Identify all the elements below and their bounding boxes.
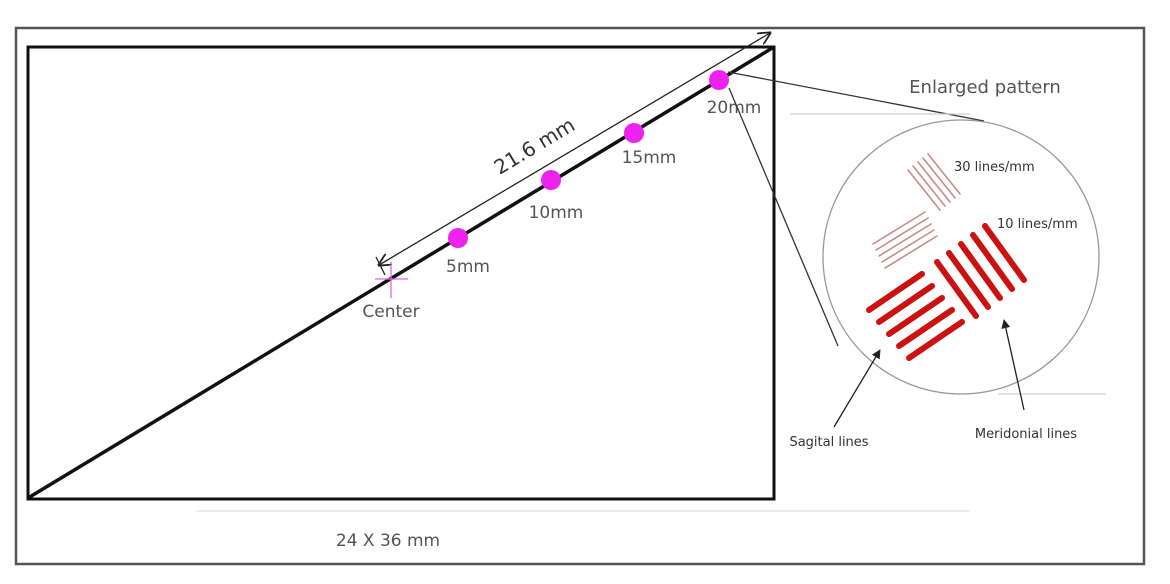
coarse-sagittal-bars [866, 271, 965, 361]
label-20mm: 20mm [707, 98, 762, 118]
coarse-meridional-bars [934, 223, 1027, 319]
fine-pattern-label: 30 lines/mm [954, 160, 1035, 175]
sagittal-pointer-arrow [833, 349, 881, 428]
outer-frame [14, 26, 1146, 566]
sensor-diagonal [27, 45, 775, 500]
zoom-line-top [727, 71, 985, 122]
zoom-line-bottom [728, 87, 839, 347]
marker-15mm-icon [624, 123, 644, 143]
label-10mm: 10mm [529, 203, 584, 223]
marker-5mm-icon [448, 228, 468, 248]
enlarged-pattern-title: Enlarged pattern [909, 77, 1061, 98]
center-label: Center [362, 302, 419, 322]
meridional-pointer-arrow [1001, 319, 1025, 411]
enlarged-pattern-circle [822, 119, 1100, 395]
fine-meridional-lines [907, 153, 961, 211]
label-15mm: 15mm [622, 148, 677, 168]
marker-20mm-icon [709, 70, 729, 90]
label-5mm: 5mm [446, 257, 490, 277]
coarse-pattern-label: 10 lines/mm [997, 217, 1078, 232]
diagonal-label: 21.6 mm [490, 113, 579, 180]
sagittal-label: Sagital lines [789, 435, 868, 450]
dimension-arrow [379, 33, 770, 265]
meridional-label: Meridonial lines [975, 427, 1077, 442]
dimension-tick [375, 256, 386, 276]
marker-10mm-icon [541, 170, 561, 190]
frame-size-label: 24 X 36 mm [336, 531, 440, 551]
fine-sagittal-lines [872, 211, 938, 269]
center-marker-icon [375, 262, 408, 298]
